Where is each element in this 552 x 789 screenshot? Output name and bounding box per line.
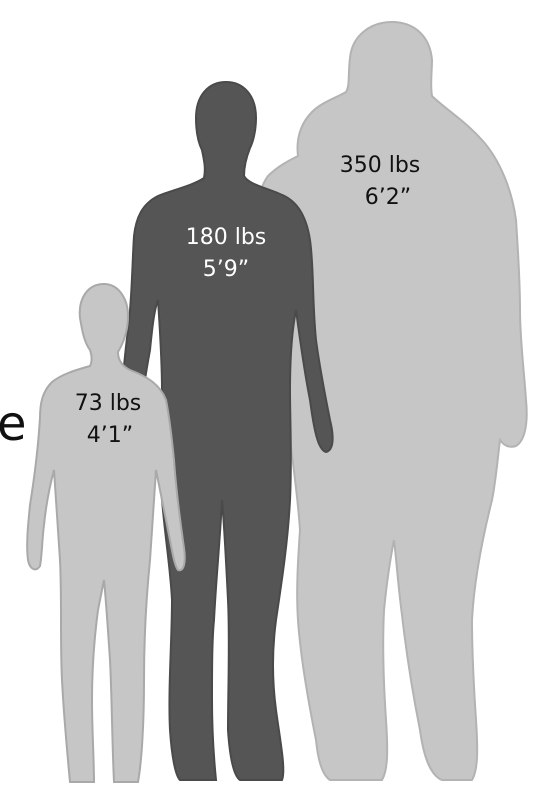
large-adult-silhouette: 350 lbs 6’2”: [256, 22, 527, 780]
left-edge-text-fragment: e: [0, 396, 27, 452]
large-adult-height-label: 6’2”: [365, 185, 411, 210]
child-height-label: 4’1”: [87, 423, 133, 448]
large-adult-body: [256, 22, 527, 780]
large-adult-weight-label: 350 lbs: [340, 153, 421, 178]
average-adult-height-label: 5’9”: [203, 257, 249, 282]
child-weight-label: 73 lbs: [75, 391, 142, 416]
average-adult-weight-label: 180 lbs: [186, 225, 267, 250]
